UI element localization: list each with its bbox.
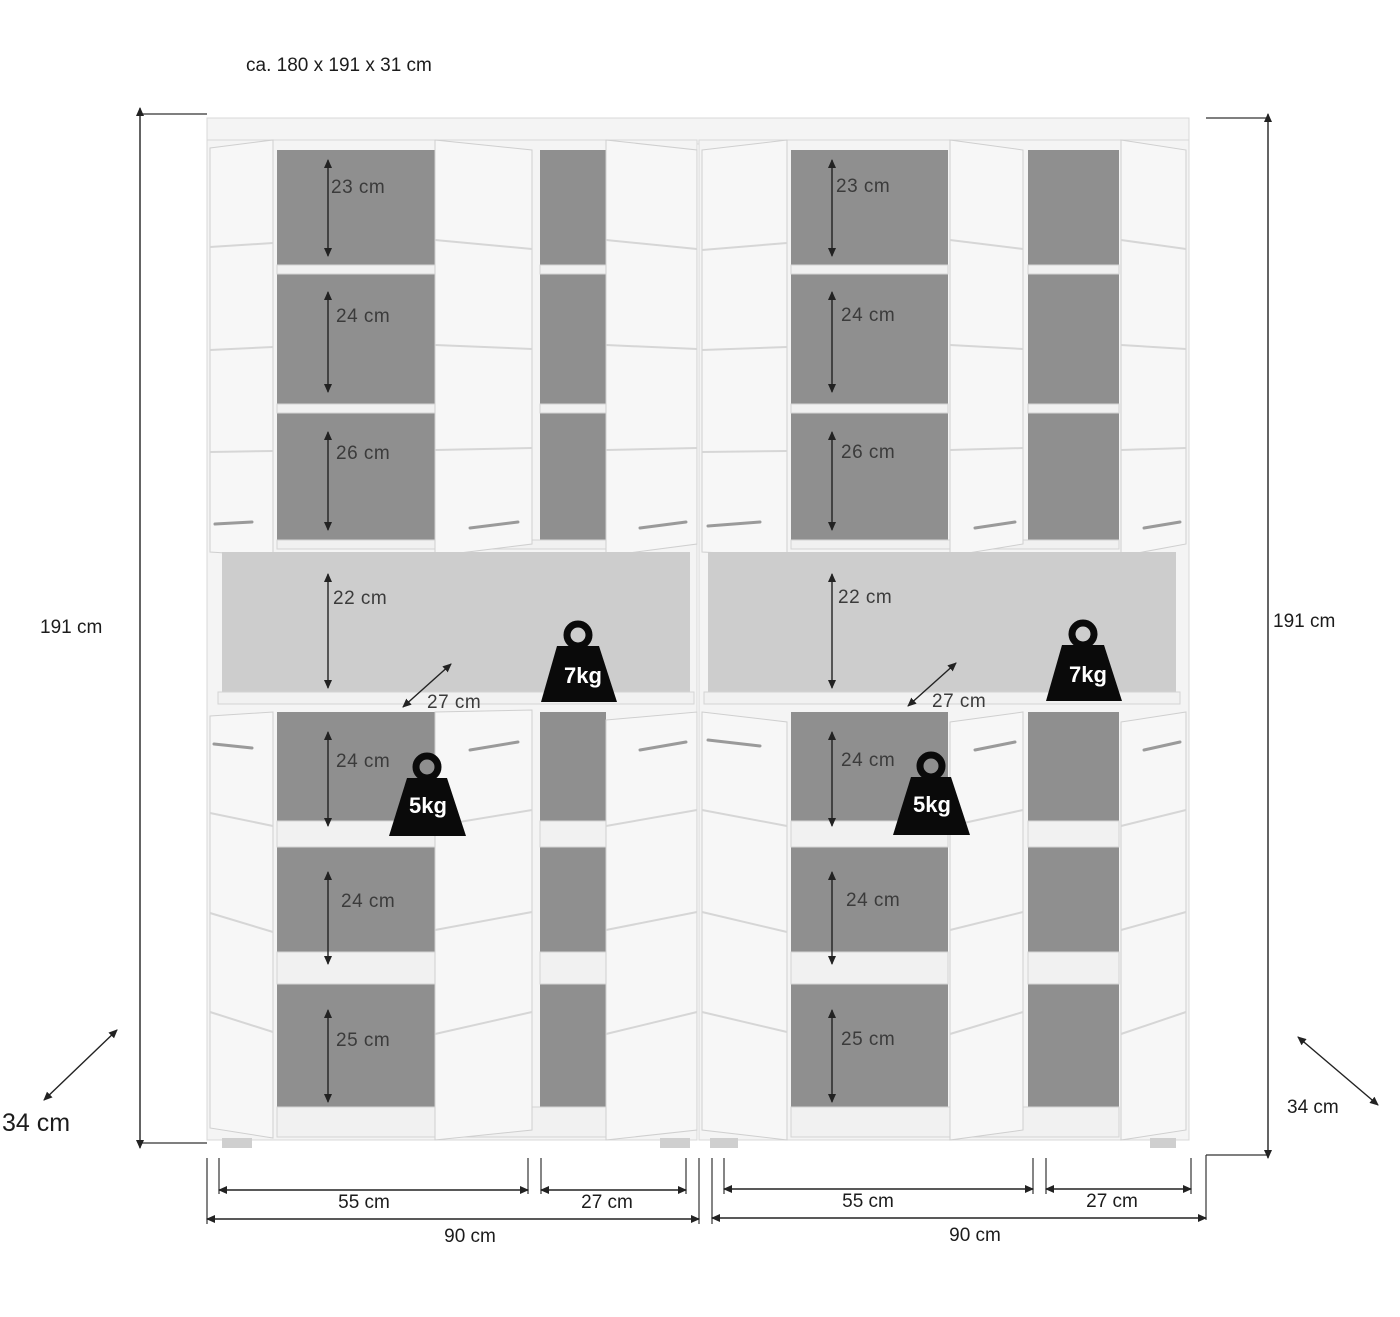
load-label: 5kg: [913, 792, 951, 817]
upper-compartment-narrow: [1028, 150, 1119, 542]
width-label: 27 cm: [1086, 1191, 1138, 1212]
lower-door-left: [209, 711, 274, 1139]
double-arrow-icon: [402, 663, 452, 708]
height-label: 191 cm: [40, 617, 102, 638]
foot: [222, 1138, 252, 1148]
shelf-height-label: 23 cm: [331, 177, 385, 198]
depth-dimension-left: 34 cm: [2, 1029, 118, 1137]
shelf-height-label: 25 cm: [841, 1029, 895, 1050]
double-arrow-icon: [907, 662, 957, 707]
open-depth-label: 27 cm: [427, 692, 481, 713]
shelf: [1027, 951, 1120, 985]
width-label: 27 cm: [581, 1192, 633, 1213]
foot: [1150, 1138, 1176, 1148]
upper-compartment-narrow: [540, 150, 606, 542]
shelf-height-label: 24 cm: [846, 890, 900, 911]
shelf: [790, 264, 949, 275]
load-label: 7kg: [1069, 662, 1107, 687]
upper-compartment-wide: [277, 150, 435, 542]
shelf: [1027, 820, 1120, 848]
kettlebell-weight-icon: 5kg: [893, 751, 970, 835]
open-depth-label: 27 cm: [932, 691, 986, 712]
lower-door-middle: [949, 711, 1024, 1141]
foot: [660, 1138, 690, 1148]
width-label: 55 cm: [842, 1191, 894, 1212]
shelf-height-label: 23 cm: [836, 176, 890, 197]
depth-label: 34 cm: [2, 1109, 70, 1137]
shelf-height-label: 24 cm: [841, 750, 895, 771]
shelf: [276, 264, 436, 275]
cabinet-unit-left: 23 cm 24 cm 26 cm 22 cm 27 cm 24 cm 24 c…: [206, 139, 698, 1148]
width-dimensions-left-unit: 55 cm 27 cm 90 cm: [206, 1158, 700, 1247]
shelf: [790, 403, 949, 414]
width-label: 55 cm: [338, 1192, 390, 1213]
lower-compartment-narrow: [540, 712, 606, 1108]
kettlebell-weight-icon: 7kg: [541, 620, 617, 702]
shelf-height-label: 26 cm: [841, 442, 895, 463]
width-dimensions-right-unit: 55 cm 27 cm 90 cm: [711, 1158, 1207, 1246]
height-dimension-right: 191 cm: [1205, 113, 1335, 1220]
load-label: 5kg: [409, 793, 447, 818]
shelf-height-label: 24 cm: [341, 891, 395, 912]
lower-compartment-narrow: [1028, 712, 1119, 1108]
depth-dimension-right: 34 cm: [1287, 1036, 1379, 1118]
shelf: [1027, 403, 1120, 414]
shelf: [276, 951, 436, 985]
shelf: [1027, 264, 1120, 275]
double-arrow-icon: [1297, 1036, 1379, 1106]
kettlebell-weight-icon: 5kg: [389, 752, 466, 836]
open-compartment: [222, 552, 690, 694]
foot: [710, 1138, 738, 1148]
overall-size-label: ca. 180 x 191 x 31 cm: [246, 55, 432, 76]
double-arrow-icon: [43, 1029, 118, 1101]
shelf: [539, 820, 607, 848]
load-label: 7kg: [564, 663, 602, 688]
shelf: [276, 403, 436, 414]
depth-label: 34 cm: [1287, 1097, 1339, 1118]
height-label: 191 cm: [1273, 611, 1335, 632]
shelf: [539, 951, 607, 985]
shelf: [790, 951, 949, 985]
kettlebell-weight-icon: 7kg: [1046, 619, 1122, 701]
height-dimension-left: 191 cm: [40, 107, 207, 1149]
shelf-height-label: 24 cm: [336, 751, 390, 772]
lower-door-middle: [434, 709, 533, 1141]
open-height-label: 22 cm: [838, 587, 892, 608]
upper-compartment-wide: [791, 150, 948, 542]
shelf-height-label: 26 cm: [336, 443, 390, 464]
open-height-label: 22 cm: [333, 588, 387, 609]
lower-door-left: [701, 711, 788, 1141]
cabinet-unit-right: 23 cm 24 cm 26 cm 22 cm 27 cm 24 cm 24 c…: [698, 139, 1190, 1148]
width-label: 90 cm: [949, 1225, 1001, 1246]
shelf: [539, 264, 607, 275]
shelf-height-label: 24 cm: [841, 305, 895, 326]
shelf: [539, 403, 607, 414]
width-label: 90 cm: [444, 1226, 496, 1247]
lower-door-right: [1120, 711, 1187, 1141]
shelf-height-label: 24 cm: [336, 306, 390, 327]
shelf-height-label: 25 cm: [336, 1030, 390, 1051]
lower-door-right: [605, 711, 698, 1141]
